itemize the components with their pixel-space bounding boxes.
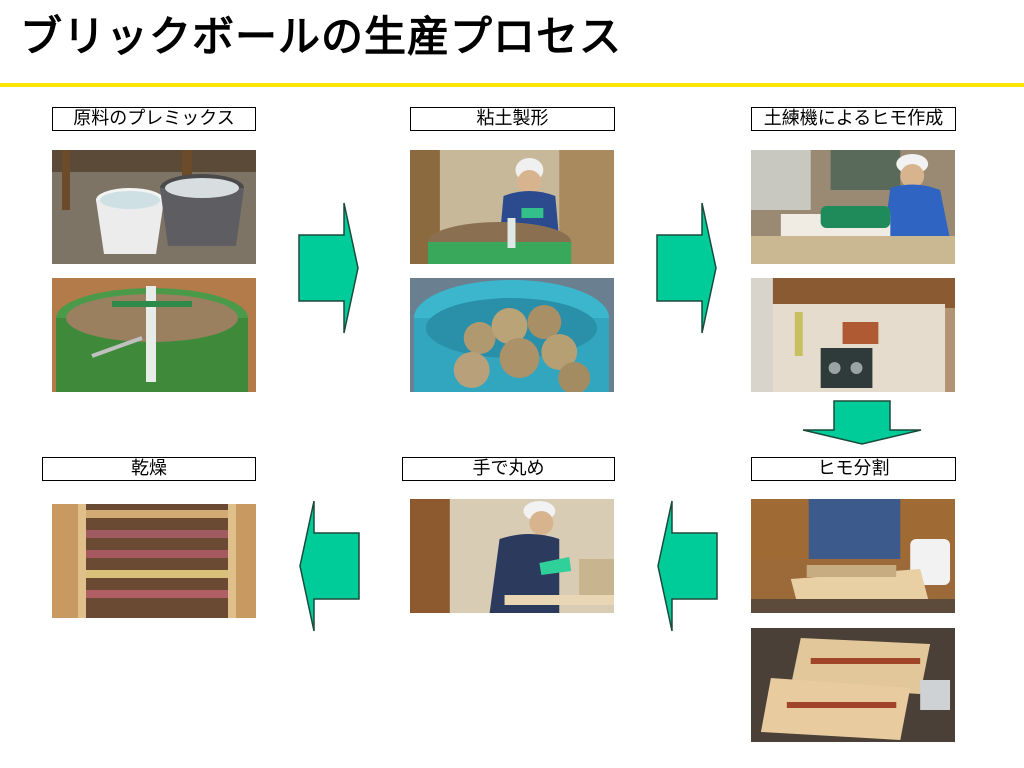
- arrow-right-step2-to-step3: [656, 202, 718, 335]
- photo-premix-buckets: [52, 150, 256, 264]
- step-label-hand-rolling: 手で丸め: [402, 457, 615, 481]
- step-label-premix: 原料のプレミックス: [52, 107, 256, 131]
- photo-extruder-strings: [751, 278, 955, 392]
- arrow-left-step4-to-step5: [656, 500, 718, 633]
- photo-clay-forming-worker: [410, 150, 614, 264]
- photo-drying-rack: [52, 504, 256, 618]
- photo-string-cutting-frame: [751, 499, 955, 613]
- arrow-right-step1-to-step2: [298, 202, 360, 335]
- page-title: ブリックボールの生産プロセス: [20, 12, 623, 61]
- photo-extruder-worker: [751, 150, 955, 264]
- title-underline: [0, 83, 1024, 87]
- photo-clay-lumps-tub: [410, 278, 614, 392]
- step-label-extruder-string: 土練機によるヒモ作成: [751, 107, 956, 131]
- photo-cut-string-pieces: [751, 628, 955, 742]
- photo-hand-rolling-worker: [410, 499, 614, 613]
- arrow-down-step3-to-step4: [801, 400, 923, 446]
- step-label-drying: 乾燥: [42, 457, 256, 481]
- photo-premix-mixer: [52, 278, 256, 392]
- arrow-left-step5-to-step6: [298, 500, 360, 633]
- step-label-string-cutting: ヒモ分割: [751, 457, 956, 481]
- step-label-clay-forming: 粘土製形: [410, 107, 615, 131]
